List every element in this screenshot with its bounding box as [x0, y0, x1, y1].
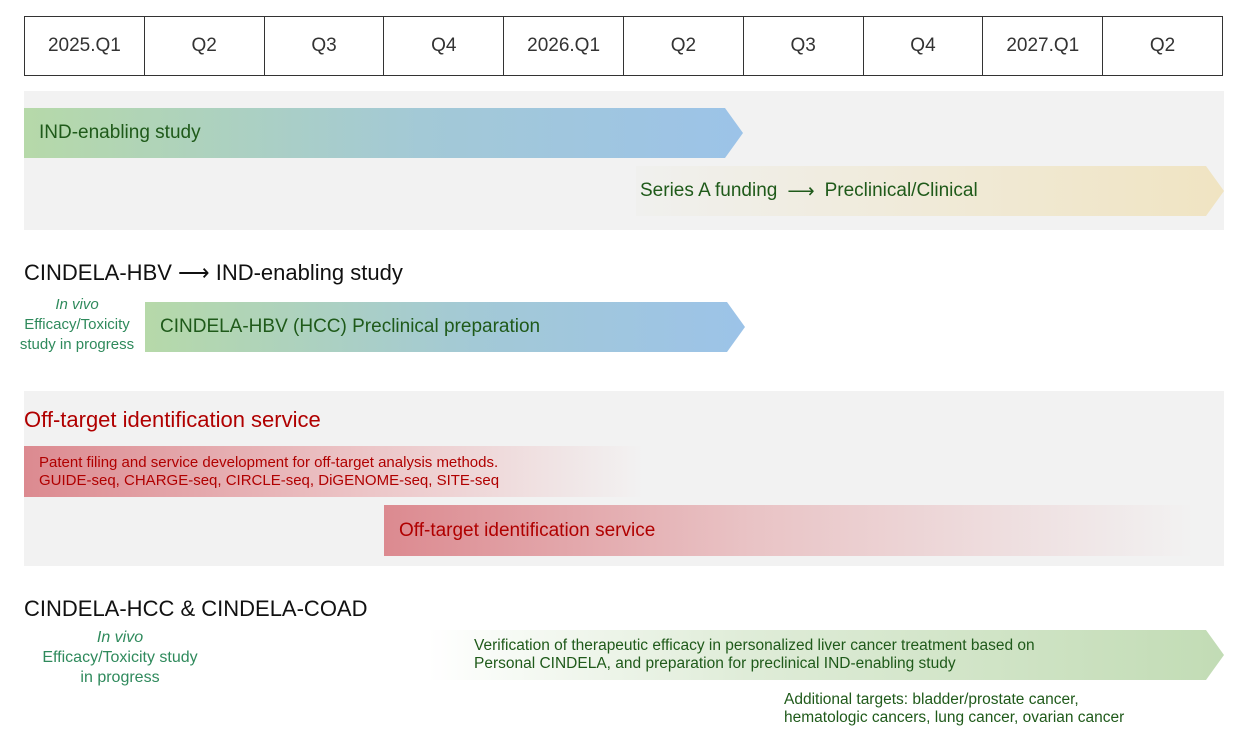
- additional-targets: Additional targets: bladder/prostate can…: [784, 691, 1124, 727]
- bar-label: Off-target identification service: [399, 519, 656, 541]
- patent-bar: Patent filing and service development fo…: [24, 446, 644, 497]
- bar-label: Verification of therapeutic efficacy in …: [474, 637, 1035, 654]
- offtarget-service-bar: Off-target identification service: [384, 505, 1196, 556]
- bar-label: Patent filing and service development fo…: [39, 454, 499, 471]
- quarter-cell: Q2: [624, 17, 744, 75]
- note-line: hematologic cancers, lung cancer, ovaria…: [784, 709, 1125, 726]
- note-line: Additional targets: bladder/prostate can…: [784, 691, 1079, 708]
- quarter-cell: Q4: [864, 17, 984, 75]
- arrow-icon: ⟶: [787, 180, 815, 202]
- note-italic: In vivo: [55, 296, 99, 313]
- bar-label: Personal CINDELA, and preparation for pr…: [474, 655, 956, 672]
- bar-label: IND-enabling study: [39, 122, 201, 143]
- note-line: in progress: [80, 669, 160, 686]
- note-line: Efficacy/Toxicity: [24, 316, 130, 333]
- hbv-preclinical-bar: CINDELA-HBV (HCC) Preclinical preparatio…: [145, 302, 745, 352]
- hcc-note: In vivo Efficacy/Toxicity study in progr…: [24, 628, 216, 688]
- arrow-icon: ⟶: [178, 260, 210, 285]
- quarter-cell: Q3: [744, 17, 864, 75]
- hbv-note: In vivo Efficacy/Toxicity study in progr…: [10, 295, 144, 355]
- verification-bar: Verification of therapeutic efficacy in …: [428, 630, 1224, 680]
- bar-label: Series A funding: [640, 180, 778, 201]
- quarter-cell: 2025.Q1: [25, 17, 145, 75]
- ind-enabling-bar: IND-enabling study: [24, 108, 743, 158]
- bar-label: CINDELA-HBV (HCC) Preclinical preparatio…: [160, 316, 541, 337]
- quarter-cell: Q4: [384, 17, 505, 75]
- hbv-heading: CINDELA-HBV ⟶ IND-enabling study: [24, 260, 403, 286]
- offtarget-heading: Off-target identification service: [24, 407, 321, 432]
- quarter-cell: 2027.Q1: [983, 17, 1104, 75]
- quarter-cell: 2026.Q1: [504, 17, 624, 75]
- bar-label: GUIDE-seq, CHARGE-seq, CIRCLE-seq, DiGEN…: [39, 472, 500, 489]
- hcc-coad-heading: CINDELA-HCC & CINDELA-COAD: [24, 596, 368, 621]
- series-a-bar: Series A funding ⟶ Preclinical/Clinical: [636, 166, 1224, 216]
- quarter-cell: Q2: [145, 17, 265, 75]
- timeline-header: 2025.Q1 Q2 Q3 Q4 2026.Q1 Q2 Q3 Q4 2027.Q…: [24, 16, 1223, 76]
- bar-label: Preclinical/Clinical: [824, 180, 978, 201]
- heading-part: IND-enabling study: [215, 260, 403, 285]
- quarter-cell: Q2: [1149, 35, 1176, 56]
- note-line: study in progress: [19, 336, 135, 353]
- note-line: Efficacy/Toxicity study: [42, 649, 198, 666]
- quarter-cell: Q3: [265, 17, 385, 75]
- note-italic: In vivo: [96, 629, 144, 646]
- heading-part: CINDELA-HBV: [24, 260, 172, 285]
